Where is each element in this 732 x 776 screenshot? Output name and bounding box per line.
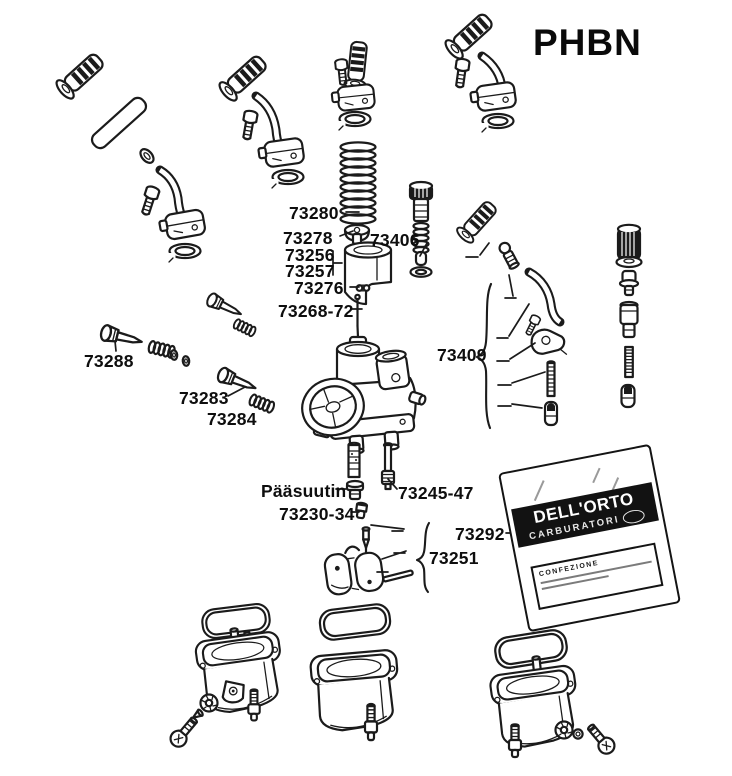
- part-label-73409: 73409: [437, 345, 487, 365]
- float-valve-needle: [361, 526, 371, 554]
- float-bowl-1: [193, 627, 289, 717]
- bowl1-cone-washer: [191, 708, 204, 719]
- intake-bell: [301, 377, 365, 437]
- part-label-73406: 73406: [370, 230, 420, 250]
- diagram-title: PHBN: [533, 22, 642, 63]
- bowl3-nut: [554, 720, 574, 740]
- part-label-73278: 73278: [283, 228, 333, 248]
- cable-adjuster-assembly-3: [330, 40, 377, 132]
- air-screw-and-spring: [204, 290, 258, 339]
- cable-adjuster-assembly-1: [52, 48, 208, 264]
- bowl-gasket-3: [492, 627, 570, 671]
- part-label-73276: 73276: [294, 278, 344, 298]
- starter-cable-group-73409: [453, 197, 568, 427]
- part-label-73284: 73284: [207, 409, 257, 429]
- bowl3-drain-screw: [507, 723, 523, 759]
- part-label-73280: 73280: [289, 203, 339, 223]
- throttle-spring-73280: [339, 141, 377, 225]
- mixture-screw-73288: [98, 323, 191, 367]
- part-label-73288: 73288: [84, 351, 134, 371]
- bowl3-ring: [572, 728, 584, 740]
- part-label-73230-34: 73230-34: [279, 504, 355, 524]
- main-jet-paasuutin: [345, 479, 365, 501]
- throttle-slide-73256-73257: [343, 241, 393, 306]
- bowl1-banjo-bolt: [166, 712, 203, 752]
- bag-brand-band: DELL'ORTO CARBURATORI: [511, 482, 659, 548]
- float-bowl-3: [488, 655, 584, 752]
- cable-adjuster-assembly-2: [215, 50, 306, 190]
- part-label-73283: 73283: [179, 388, 229, 408]
- bowl1-drain-screw: [247, 688, 261, 722]
- part-label-73268-72: 73268-72: [278, 301, 354, 321]
- part-label-73251: 73251: [429, 548, 479, 568]
- bag-logo-oval: [622, 508, 647, 526]
- bag-fold-line: [533, 480, 545, 501]
- idle-jet-73230-34: [355, 501, 369, 520]
- leader-lines: [114, 211, 546, 594]
- gasket-kit-bag-73292: DELL'ORTO CARBURATORI CONFEZIONE: [497, 443, 682, 633]
- bowl2-drain-screw: [363, 702, 379, 742]
- right-column-parts: [615, 223, 643, 409]
- part-label-73256: 73256: [285, 245, 335, 265]
- emulsion-tube: [347, 441, 361, 479]
- bag-fold-line: [592, 467, 601, 483]
- part-label-paasuutin: Pääsuutin: [261, 481, 347, 501]
- part-label-73257: 73257: [285, 261, 335, 281]
- bag-label-box: CONFEZIONE: [530, 542, 664, 610]
- float-73251: [323, 545, 385, 596]
- cable-adjuster-assembly-4: [441, 8, 518, 134]
- bowl3-banjo-bolt: [582, 719, 619, 759]
- float-pin: [382, 569, 414, 583]
- part-label-73245-47: 73245-47: [398, 483, 474, 503]
- carburetor-body: [301, 335, 427, 455]
- part-label-73292: 73292: [455, 524, 505, 544]
- spring-seat-73278: [343, 223, 371, 246]
- needle-jet-73245-47: [380, 442, 396, 491]
- bowl1-nut: [199, 693, 219, 713]
- bowl-gasket-2: [317, 601, 393, 643]
- starter-plunger-73406: [408, 180, 434, 278]
- bowl1-hinge-bracket: [221, 680, 245, 704]
- float-bowl-2: [308, 648, 404, 734]
